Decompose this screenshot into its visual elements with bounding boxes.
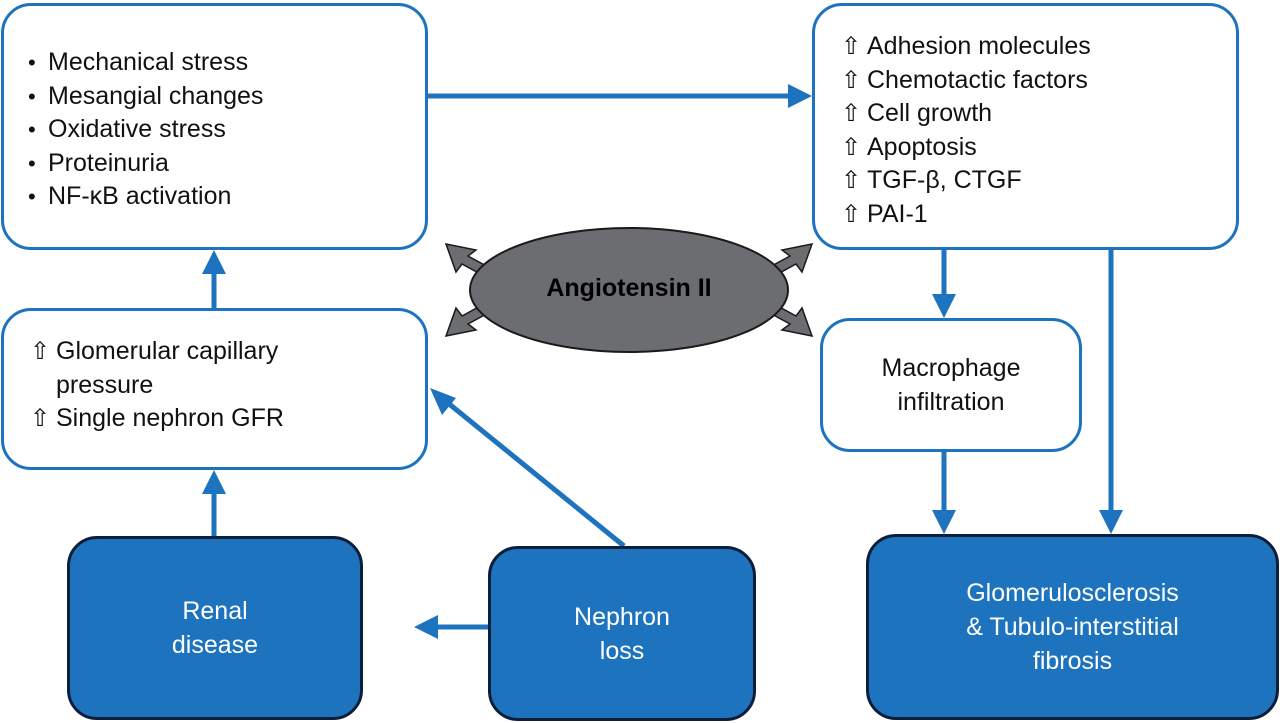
list-item-text: PAI-1: [867, 199, 928, 228]
arrows: [202, 84, 1123, 639]
arrowhead: [202, 470, 226, 494]
arrowhead: [414, 615, 438, 639]
angiotensin-label: Angiotensin II: [546, 274, 712, 302]
list-item: ⇧PAI-1: [841, 198, 1236, 232]
increase-arrow-icon: ⇧: [841, 66, 862, 94]
macrophage-line-2: infiltration: [897, 388, 1005, 416]
increase-arrow-icon: ⇧: [841, 200, 862, 228]
list-item-text: TGF-β, CTGF: [867, 166, 1022, 194]
macrophage-line-1: Macrophage: [881, 354, 1021, 382]
renal-disease-line-1: Renal: [182, 597, 248, 625]
increase-arrow-icon: ⇧: [841, 33, 862, 60]
list-item-text: Cell growth: [867, 99, 993, 127]
list-item-text: NF-κB activation: [48, 182, 232, 210]
effects-list: ⇧Adhesion molecules ⇧Chemotactic factors…: [841, 30, 1236, 231]
increase-arrow-icon: ⇧: [30, 405, 51, 432]
list-item-text-continued: pressure: [56, 370, 154, 399]
list-item: ⇧TGF-β, CTGF: [841, 164, 1236, 198]
list-item-text: Single nephron GFR: [56, 404, 284, 432]
list-item: ⇧Glomerular capillary pressure: [30, 335, 425, 402]
list-item-text: Apoptosis: [867, 132, 977, 161]
bullet-icon: •: [28, 50, 36, 75]
renal-disease-line-2: disease: [171, 631, 259, 659]
effects-box: ⇧Adhesion molecules ⇧Chemotactic factors…: [812, 3, 1239, 250]
fibrosis-line-2: & Tubulo-interstitial: [966, 613, 1179, 641]
fibrosis-line-3: fibrosis: [1032, 647, 1113, 675]
nephron-loss-line-1: Nephron: [574, 602, 670, 631]
list-item: • Proteinuria: [28, 147, 425, 181]
bullet-icon: •: [28, 117, 36, 142]
list-item-text: Oxidative stress: [48, 115, 226, 143]
bullet-icon: •: [28, 184, 36, 209]
arrowhead: [202, 250, 226, 274]
list-item: • Mechanical stress: [28, 46, 425, 80]
list-item-text: Mechanical stress: [48, 48, 249, 76]
increase-arrow-icon: ⇧: [841, 100, 862, 127]
increase-arrow-icon: ⇧: [30, 338, 51, 365]
list-item-text: Proteinuria: [48, 148, 169, 177]
arrowhead: [932, 510, 956, 534]
bullet-icon: •: [28, 83, 36, 109]
list-item-text: Chemotactic factors: [867, 65, 1088, 94]
nephron-loss-line-2: loss: [599, 636, 645, 665]
list-item: • Oxidative stress: [28, 113, 425, 147]
hemodynamics-list: ⇧Glomerular capillary pressure ⇧Single n…: [30, 335, 425, 436]
fibrosis-line-1: Glomerulosclerosis: [966, 579, 1179, 607]
angiotensin-ellipse: [469, 227, 789, 353]
list-item: ⇧Adhesion molecules: [841, 30, 1236, 64]
mechanisms-list: • Mechanical stress • Mesangial changes • O…: [28, 46, 425, 214]
list-item: ⇧Single nephron GFR: [30, 402, 425, 436]
list-item: ⇧Cell growth: [841, 97, 1236, 131]
list-item-text: Mesangial changes: [48, 81, 264, 110]
increase-arrow-icon: ⇧: [841, 133, 862, 161]
arrowhead: [430, 388, 456, 415]
arrow-nephron-to-hemodynamics: [446, 401, 626, 548]
list-item: • NF-κB activation: [28, 180, 425, 214]
fibrosis-box: Glomerulosclerosis & Tubulo-interstitial…: [866, 534, 1279, 720]
list-item-text: Adhesion molecules: [867, 32, 1091, 60]
arrowhead: [788, 84, 812, 108]
list-item: ⇧Chemotactic factors: [841, 64, 1236, 98]
mechanisms-box: • Mechanical stress • Mesangial changes • O…: [1, 3, 428, 250]
list-item: • Mesangial changes: [28, 80, 425, 114]
list-item-text: Glomerular capillary: [56, 337, 279, 365]
angiotensin-node: [444, 227, 814, 353]
nephron-loss-box: Nephron loss: [488, 546, 756, 721]
arrowhead: [932, 294, 956, 318]
arrowhead: [1099, 510, 1123, 534]
hemodynamics-box: ⇧Glomerular capillary pressure ⇧Single n…: [1, 308, 428, 470]
macrophage-box: Macrophage infiltration: [820, 318, 1082, 452]
bullet-icon: •: [28, 150, 36, 176]
renal-disease-box: Renal disease: [67, 536, 363, 720]
list-item: ⇧Apoptosis: [841, 131, 1236, 165]
increase-arrow-icon: ⇧: [841, 167, 862, 194]
